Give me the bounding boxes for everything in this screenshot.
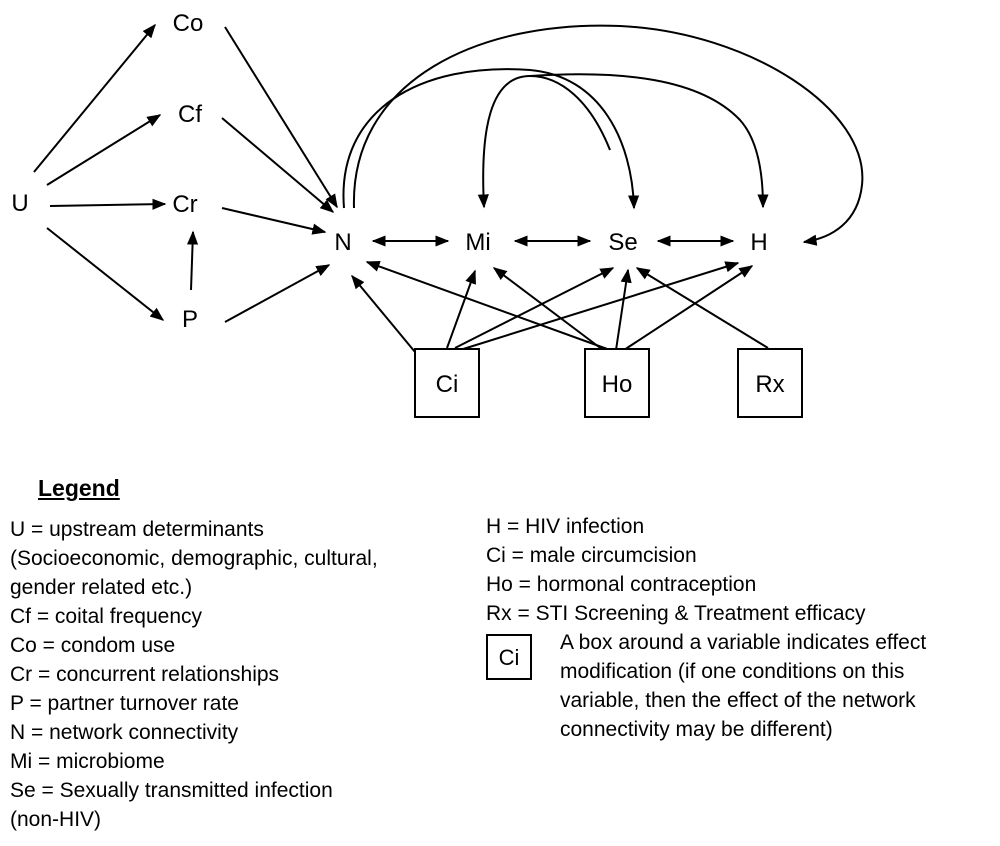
node-co: Co xyxy=(173,10,204,37)
edge-ho-se xyxy=(615,268,632,351)
legend-line: U = upstream determinants xyxy=(10,518,264,541)
legend-line: Cf = coital frequency xyxy=(10,605,203,628)
node-u: U xyxy=(11,190,28,217)
legend-line: H = HIV infection xyxy=(486,515,645,538)
node-h: H xyxy=(750,229,767,256)
node-se: Se xyxy=(608,229,637,256)
legend-line: Ho = hormonal contraception xyxy=(486,573,757,596)
legend-line: Rx = STI Screening & Treatment efficacy xyxy=(486,602,866,625)
legend-line: Cr = concurrent relationships xyxy=(10,663,280,686)
node-label: H xyxy=(750,229,767,256)
edge-n-se xyxy=(342,68,640,210)
node-label: Cr xyxy=(172,191,197,218)
legend-line: N = network connectivity xyxy=(10,721,239,744)
box-key-sample: Ci xyxy=(486,634,532,680)
node-rx: Rx xyxy=(737,348,803,418)
box-key-description: A box around a variable indicates effect… xyxy=(560,628,926,744)
node-label: Mi xyxy=(465,229,490,256)
legend-line: gender related etc.) xyxy=(10,576,193,599)
node-mi: Mi xyxy=(465,229,490,256)
node-label: N xyxy=(334,229,351,256)
edge-cf-n xyxy=(221,117,335,213)
legend-line: Co = condom use xyxy=(10,634,176,657)
edge-u-p xyxy=(46,227,165,321)
edge-p-n xyxy=(224,264,331,323)
node-cr: Cr xyxy=(172,191,197,218)
node-ci: Ci xyxy=(414,348,480,418)
node-label: Co xyxy=(173,10,204,37)
legend-line: connectivity may be different) xyxy=(560,718,833,741)
legend-line: A box around a variable indicates effect xyxy=(560,631,927,654)
edge-ci-h xyxy=(459,261,740,351)
box-key: Ci A box around a variable indicates eff… xyxy=(486,628,926,748)
legend-title: Legend xyxy=(38,475,120,501)
legend-line: Se = Sexually transmitted infection xyxy=(10,779,333,802)
node-box xyxy=(414,348,480,418)
node-label: Rx xyxy=(755,371,784,398)
legend-right-column: H = HIV infection Ci = male circumcision… xyxy=(486,512,926,748)
edge-rx-se xyxy=(635,267,769,349)
node-box xyxy=(584,348,650,418)
edge-u-co xyxy=(33,23,156,173)
edge-u-cf xyxy=(46,114,162,186)
legend-line: Ci = male circumcision xyxy=(486,544,697,567)
legend-left-column: U = upstream determinants (Socioeconomic… xyxy=(10,515,378,834)
edge-ci-mi xyxy=(446,269,476,349)
node-cf: Cf xyxy=(178,101,202,128)
edge-ci-n xyxy=(351,274,416,353)
edge-ho-mi xyxy=(492,267,604,351)
edge-u-cr xyxy=(49,198,167,210)
legend-line: (Socioeconomic, demographic, cultural, xyxy=(10,547,378,570)
edge-ci-se xyxy=(454,267,615,349)
edge-p-cr xyxy=(186,230,199,291)
edge-se-mi xyxy=(477,74,611,209)
edge-ho-h xyxy=(623,265,754,351)
legend-line: variable, then the effect of the network xyxy=(560,689,916,712)
node-label: Cf xyxy=(178,101,202,128)
node-box xyxy=(737,348,803,418)
node-label: U xyxy=(11,190,28,217)
node-label: Ho xyxy=(602,371,633,398)
legend-line: modification (if one conditions on this xyxy=(560,660,905,683)
edge-co-n xyxy=(224,26,338,209)
edge-ho-n xyxy=(365,261,611,351)
edge-cr-n xyxy=(221,207,327,235)
node-ho: Ho xyxy=(584,348,650,418)
legend-line: (non-HIV) xyxy=(10,808,102,831)
legend-line: P = partner turnover rate xyxy=(10,692,239,715)
edge-n-h xyxy=(352,24,864,246)
node-label: Ci xyxy=(436,371,459,398)
legend-line: Mi = microbiome xyxy=(10,750,165,773)
node-label: Se xyxy=(608,229,637,256)
node-label: P xyxy=(182,306,198,333)
node-p: P xyxy=(182,306,198,333)
node-n: N xyxy=(334,229,351,256)
edge-se-h xyxy=(529,73,769,209)
